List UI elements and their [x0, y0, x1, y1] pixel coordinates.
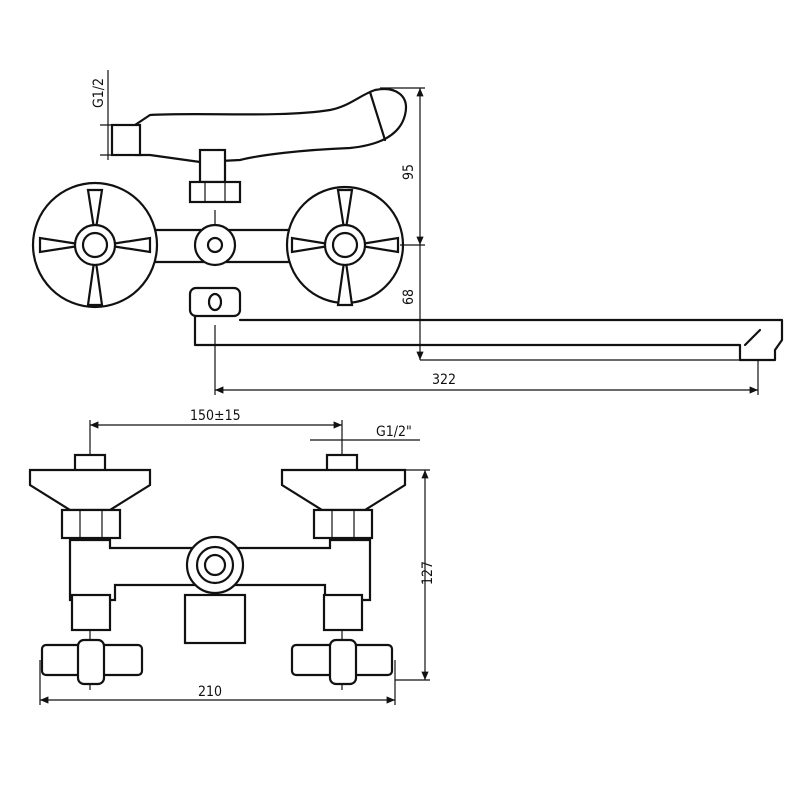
height-lower-label: 68 — [401, 289, 417, 305]
spout-outlet — [183, 593, 247, 645]
upper-nut — [188, 180, 242, 204]
spout-length-label: 322 — [432, 372, 456, 388]
height-upper-label: 95 — [401, 164, 417, 180]
spout — [193, 298, 784, 362]
front-view: 150±15 G1/2" 127 — [28, 408, 436, 705]
left-valve — [28, 453, 152, 686]
left-cross-handle — [31, 181, 159, 309]
top-view: G1/2 95 68 322 — [31, 70, 784, 395]
right-valve — [280, 453, 407, 686]
right-cross-handle — [285, 185, 405, 307]
inlet-connector — [110, 123, 142, 157]
diverter — [193, 210, 237, 267]
lever-handle — [133, 88, 408, 164]
lower-nut — [188, 286, 242, 318]
height-label: 127 — [420, 561, 436, 585]
front-thread-label: G1/2" — [376, 424, 412, 440]
front-diverter — [185, 535, 245, 595]
width-label: 210 — [198, 684, 222, 700]
center-distance-label: 150±15 — [190, 408, 241, 424]
top-thread-label: G1/2 — [91, 78, 107, 108]
